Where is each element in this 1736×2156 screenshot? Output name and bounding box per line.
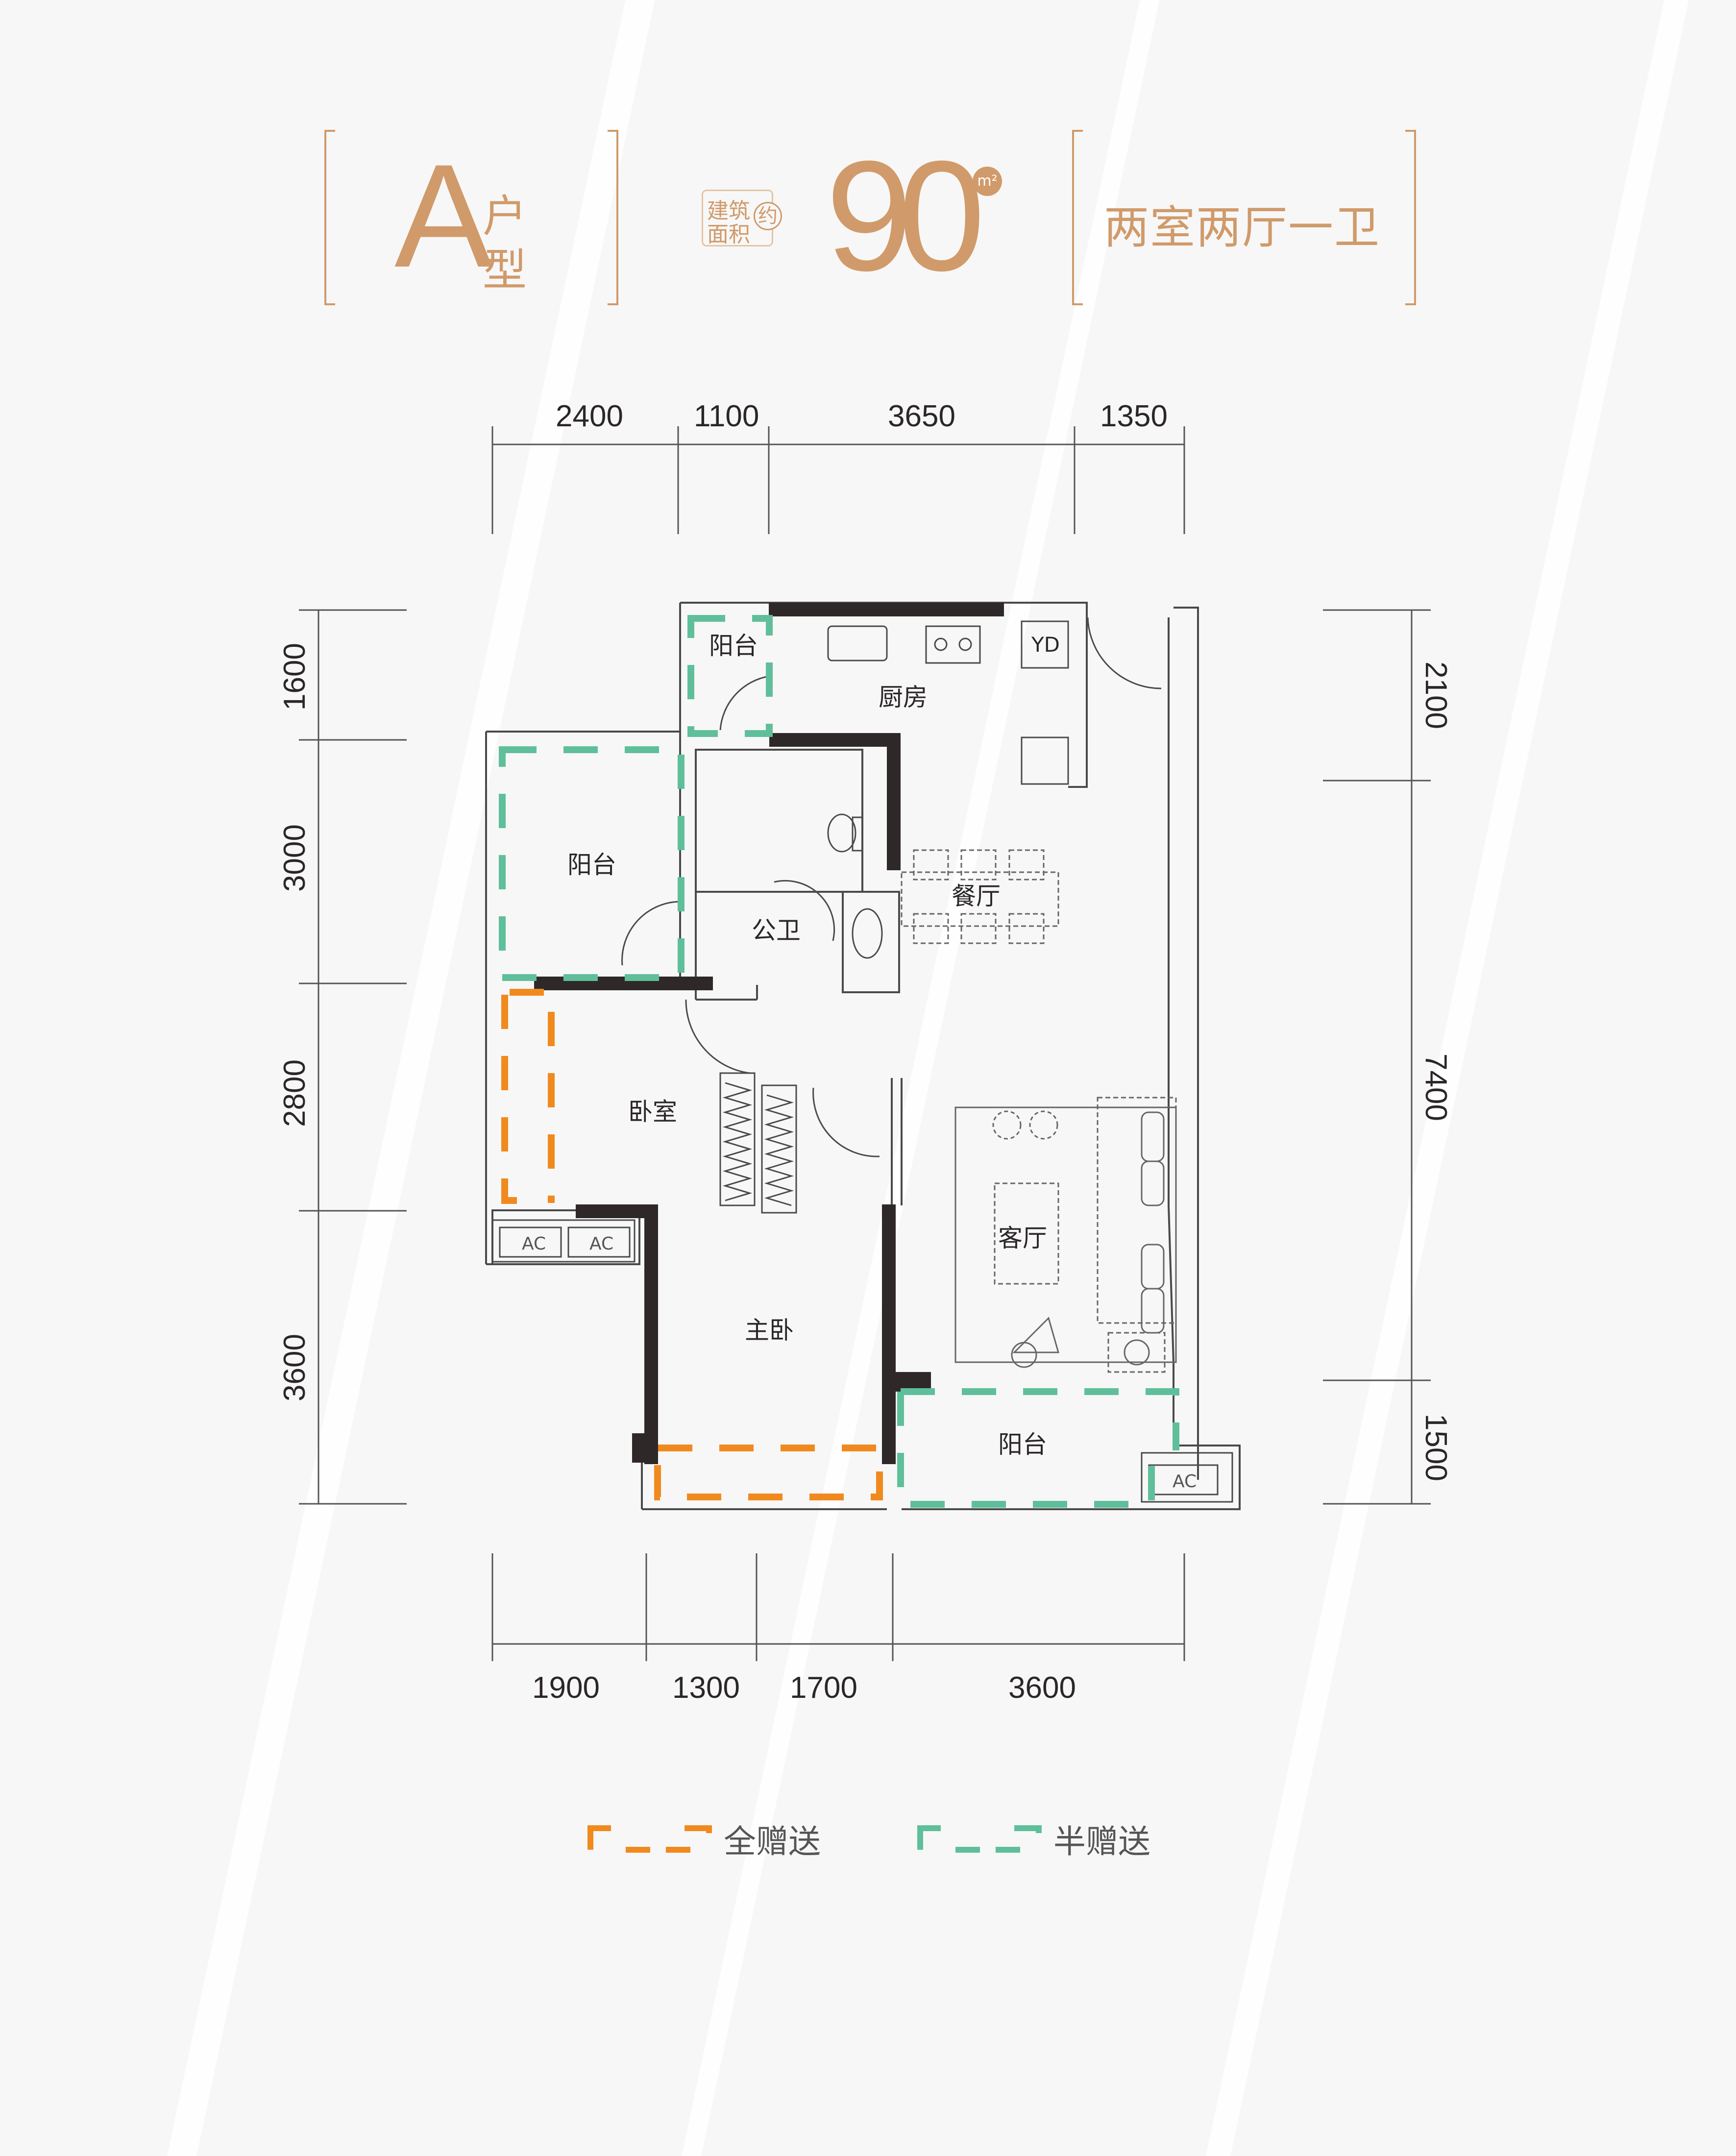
half-gift-swatch-icon	[917, 1825, 1042, 1853]
dim-top-4: 1350	[1100, 399, 1168, 433]
dim-left-1: 1600	[278, 643, 312, 710]
door-swings	[621, 617, 1162, 1157]
wardrobes	[719, 1072, 797, 1214]
washbasin-icon	[852, 908, 883, 959]
water-heater-icon	[1021, 620, 1069, 669]
area-unit-text: m²	[977, 172, 998, 190]
ac-label-3: AC	[1173, 1471, 1197, 1492]
room-label-balcony-south: 阳台	[998, 1430, 1047, 1459]
room-label-master-bedroom: 主卧	[745, 1316, 794, 1345]
ac-icon	[499, 1226, 562, 1258]
toilet-icon	[827, 813, 856, 853]
unit-letter: A	[394, 133, 493, 298]
dim-left-2: 3000	[278, 824, 312, 892]
full-gift-swatch-icon	[587, 1825, 712, 1853]
dim-top-1: 2400	[556, 399, 623, 433]
room-label-balcony-kitchen: 阳台	[709, 632, 758, 660]
area-value: 90	[826, 128, 985, 303]
room-label-living-room: 客厅	[998, 1224, 1047, 1252]
full-gift-outlines	[501, 989, 883, 1500]
legend-full-gift: 全赠送	[587, 1815, 821, 1862]
dim-bottom-2: 1300	[672, 1671, 740, 1705]
wardrobe-icon	[719, 1072, 756, 1206]
unit-suffix-top: 户	[483, 191, 527, 242]
coffee-table-icon	[994, 1182, 1059, 1285]
ac-units	[491, 1219, 1233, 1503]
area-unit: m²	[973, 167, 1002, 196]
layout-type: 两室两厅一卫	[1104, 201, 1381, 254]
room-label-balcony-west: 阳台	[567, 851, 616, 879]
sink-icon	[827, 625, 888, 662]
legend-full-gift-label: 全赠送	[724, 1823, 821, 1861]
legend-half-gift: 半赠送	[916, 1815, 1150, 1862]
room-label-bedroom: 卧室	[628, 1098, 677, 1126]
ac-label-2: AC	[589, 1234, 613, 1254]
dim-left-3: 2800	[278, 1059, 312, 1127]
bracket-right-1	[608, 130, 618, 305]
legend-half-gift-label: 半赠送	[1053, 1823, 1150, 1861]
dim-right-3: 1500	[1419, 1414, 1453, 1481]
dim-left-4: 3600	[278, 1334, 312, 1401]
thin-walls	[485, 602, 1241, 1510]
kitchen-fixtures	[827, 620, 1069, 785]
wardrobe-icon	[761, 1084, 797, 1214]
dim-top-3: 3650	[888, 399, 955, 433]
dim-bottom-4: 3600	[1008, 1671, 1076, 1705]
area-label-line1: 建筑	[707, 198, 750, 223]
bracket-left-1	[324, 130, 335, 305]
dim-bottom-1: 1900	[532, 1671, 600, 1705]
bathroom-fixtures	[827, 813, 883, 959]
area-approx: 约	[754, 202, 782, 230]
dim-right-2: 7400	[1419, 1054, 1453, 1121]
sofa-icon	[1097, 1097, 1177, 1324]
room-label-kitchen: 厨房	[879, 683, 928, 711]
dimension-lines	[299, 426, 1431, 1661]
stove-icon	[925, 625, 981, 664]
unit-suffix-bottom: 型	[483, 245, 527, 296]
dim-right-1: 2100	[1419, 662, 1453, 729]
room-label-bathroom: 公卫	[752, 916, 801, 945]
plant-icon	[1012, 1317, 1059, 1353]
bracket-right-2	[1405, 130, 1416, 305]
area-label-line2: 面积	[707, 222, 750, 247]
dining-table	[901, 849, 1059, 944]
dim-top-2: 1100	[694, 399, 759, 433]
floor-plan: 2400 1100 3650 1350 1900 1300 1700 3600 …	[278, 399, 1453, 1705]
dim-bottom-3: 1700	[790, 1671, 857, 1705]
living-room-furniture	[954, 1097, 1177, 1373]
ac-label-1: AC	[522, 1234, 546, 1254]
room-label-dining: 餐厅	[952, 882, 1001, 910]
yd-label: YD	[1031, 633, 1060, 657]
area-label-box: 建筑 面积	[702, 190, 773, 247]
bracket-left-2	[1072, 130, 1083, 305]
ac-icon	[567, 1226, 631, 1258]
half-gift-outlines	[499, 615, 1179, 1508]
